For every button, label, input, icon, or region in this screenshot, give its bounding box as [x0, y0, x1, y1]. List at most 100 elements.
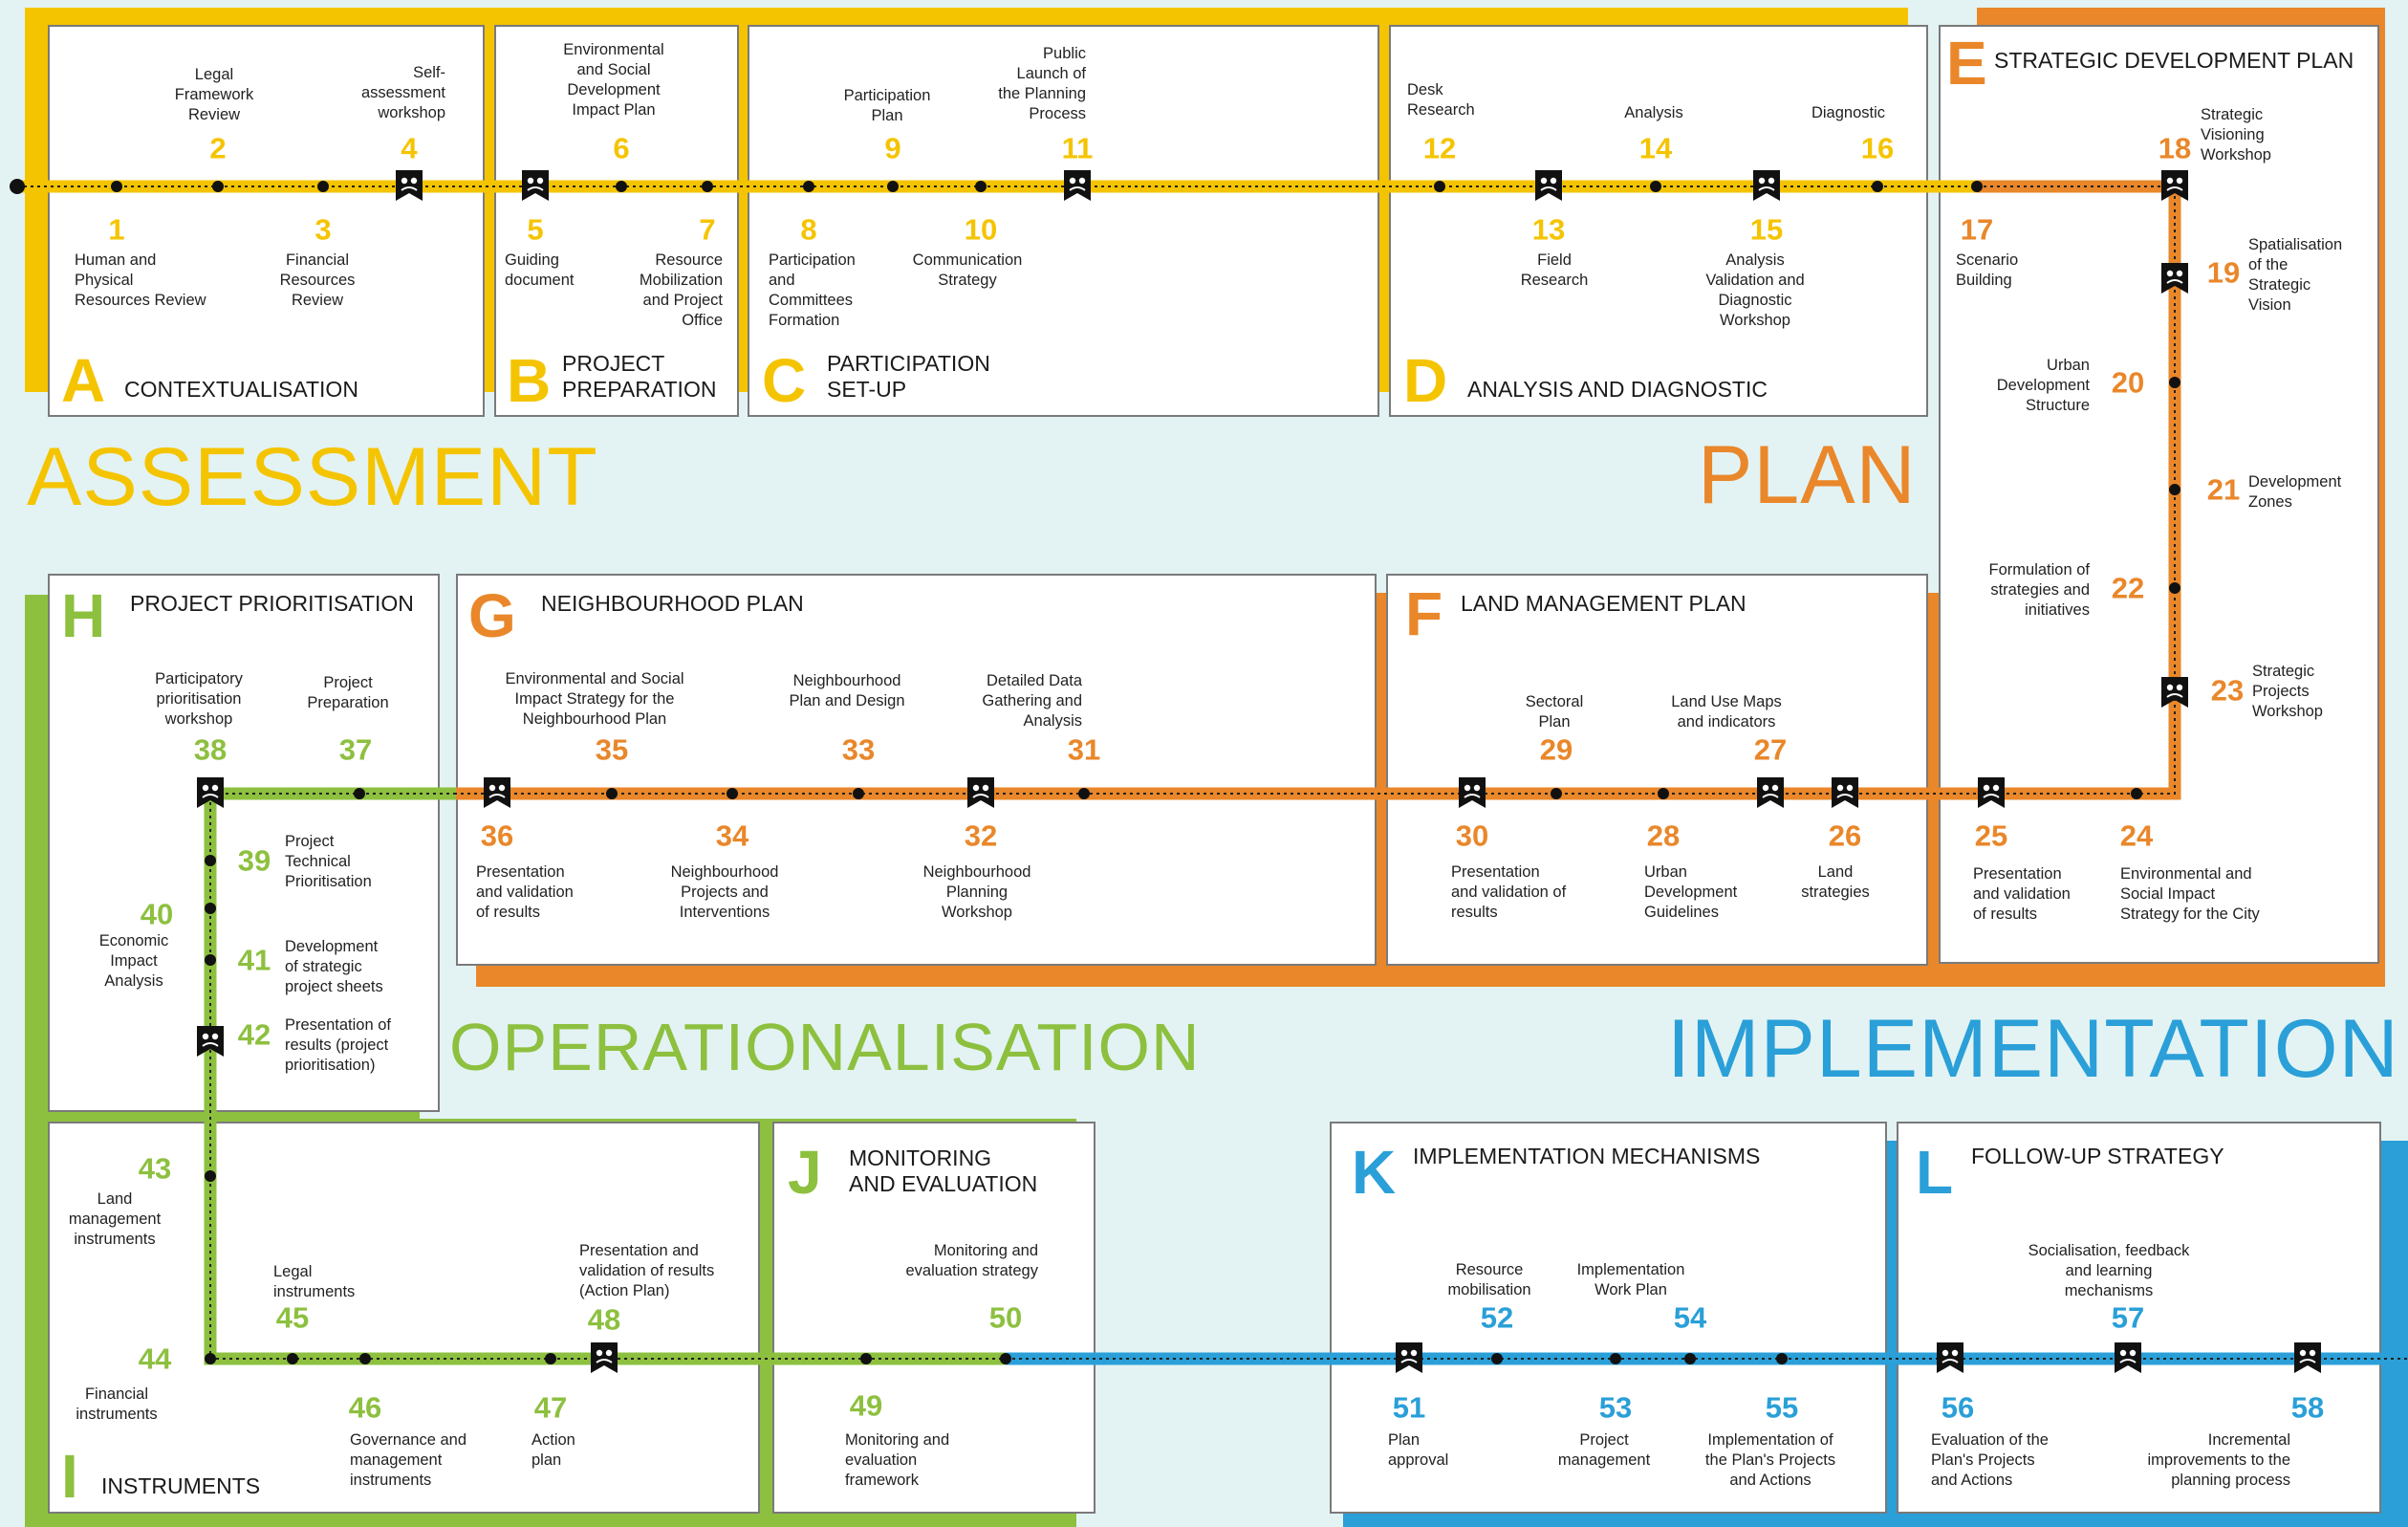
block-h-letter: H: [61, 581, 106, 650]
step-label: Project Technical Prioritisation: [285, 833, 372, 891]
workshop-marker-icon: [1753, 170, 1780, 201]
workshop-marker-icon: [2161, 170, 2188, 201]
step-marker-dot: [606, 788, 618, 799]
step-marker-dot: [205, 855, 216, 866]
step-number: 33: [841, 732, 876, 767]
step-label: Land strategies: [1801, 863, 1870, 902]
block-c-letter: C: [762, 346, 807, 415]
step-number: 1: [108, 212, 125, 247]
step-label: Human and Physical Resources Review: [75, 251, 206, 310]
step-marker-dot: [2131, 788, 2142, 799]
step-label: Neighbourhood Plan and Design: [789, 672, 905, 710]
block-b-box: [494, 25, 739, 417]
step-number: 52: [1480, 1300, 1514, 1335]
step-label: Participation Plan: [843, 87, 931, 125]
step-number: 23: [2210, 673, 2245, 708]
step-marker-dot: [1000, 1353, 1011, 1364]
step-label: Presentation and validation of results: [1451, 863, 1567, 922]
phase-plan-title: PLAN: [1698, 429, 1917, 521]
step-number: 44: [138, 1342, 172, 1376]
phase-implementation-title: IMPLEMENTATION: [1667, 1003, 2399, 1095]
step-label: Desk Research: [1407, 81, 1475, 120]
block-a-letter: A: [61, 346, 106, 415]
step-label: Financial instruments: [76, 1385, 158, 1424]
step-number: 21: [2206, 472, 2241, 507]
step-label: Guiding document: [505, 251, 575, 290]
step-number: 35: [595, 732, 629, 767]
workshop-marker-icon: [484, 777, 510, 808]
block-d-letter: D: [1403, 346, 1448, 415]
block-l-letter: L: [1916, 1138, 1954, 1207]
step-marker-dot: [354, 788, 365, 799]
step-number: 46: [348, 1390, 382, 1425]
step-label: Participation and Committees Formation: [769, 251, 856, 330]
block-l-title: FOLLOW-UP STRATEGY: [1971, 1144, 2224, 1168]
step-label: Project Preparation: [307, 674, 389, 712]
step-label: Environmental and Social Impact Strategy…: [505, 670, 684, 729]
step-number: 43: [138, 1151, 172, 1186]
step-number: 37: [338, 732, 373, 767]
step-number: 17: [1960, 212, 1994, 247]
step-marker-dot: [1776, 1353, 1788, 1364]
step-label: Urban Development Structure: [1996, 357, 2090, 415]
step-label: Scenario Building: [1956, 251, 2019, 290]
step-label: Strategic Visioning Workshop: [2201, 106, 2271, 164]
step-label: Legal instruments: [273, 1263, 356, 1301]
workshop-marker-icon: [1396, 1342, 1422, 1373]
step-marker-dot: [1684, 1353, 1696, 1364]
block-a-title: CONTEXTUALISATION: [124, 377, 358, 402]
workshop-marker-icon: [1978, 777, 2005, 808]
workshop-marker-icon: [1459, 777, 1486, 808]
step-marker-dot: [1971, 181, 1983, 192]
step-marker-dot: [545, 1353, 556, 1364]
step-number: 32: [964, 818, 998, 853]
block-e-letter: E: [1946, 29, 1987, 98]
block-i-box: [48, 1122, 760, 1514]
block-c-box: [748, 25, 1379, 417]
step-label: Development of strategic project sheets: [285, 938, 383, 996]
step-marker-dot: [1650, 181, 1661, 192]
step-label: Formulation of strategies and initiative…: [1988, 561, 2090, 620]
step-number: 55: [1765, 1390, 1799, 1425]
step-label: Sectoral Plan: [1525, 693, 1584, 731]
step-number: 34: [715, 818, 749, 853]
step-number: 2: [209, 131, 227, 165]
step-number: 36: [480, 818, 514, 853]
step-number: 4: [401, 131, 418, 165]
step-number: 3: [315, 212, 332, 247]
step-marker-dot: [2169, 582, 2180, 594]
workshop-marker-icon: [2161, 263, 2188, 294]
step-number: 51: [1392, 1390, 1426, 1425]
workshop-marker-icon: [2115, 1342, 2141, 1373]
step-number: 11: [1061, 131, 1094, 165]
step-marker-dot: [860, 1353, 872, 1364]
step-label: Legal Framework Review: [174, 66, 254, 124]
step-number: 12: [1422, 131, 1457, 165]
block-f-letter: F: [1405, 579, 1443, 648]
step-marker-dot: [1078, 788, 1090, 799]
step-marker-dot: [887, 181, 899, 192]
step-label: Spatialisation of the Strategic Vision: [2248, 236, 2343, 315]
step-number: 57: [2111, 1300, 2145, 1335]
step-label: Analysis: [1624, 104, 1683, 121]
step-number: 25: [1974, 818, 2008, 853]
block-f-box: [1386, 574, 1928, 966]
step-number: 40: [140, 897, 174, 931]
step-marker-dot: [205, 1170, 216, 1182]
step-number: 16: [1860, 131, 1895, 165]
step-number: 53: [1598, 1390, 1633, 1425]
step-number: 5: [527, 212, 544, 247]
step-marker-dot: [205, 903, 216, 914]
step-label: Governance and management instruments: [350, 1431, 467, 1490]
step-marker-dot: [727, 788, 738, 799]
step-marker-dot: [205, 1353, 216, 1364]
step-label: Public Launch of the Planning Process: [998, 45, 1086, 123]
block-g-letter: G: [468, 581, 516, 650]
workshop-marker-icon: [1535, 170, 1562, 201]
block-h-box: [48, 574, 440, 1112]
step-marker-dot: [2169, 377, 2180, 388]
step-label: Land management instruments: [68, 1190, 162, 1249]
step-number: 26: [1828, 818, 1862, 853]
workshop-marker-icon: [197, 777, 224, 808]
